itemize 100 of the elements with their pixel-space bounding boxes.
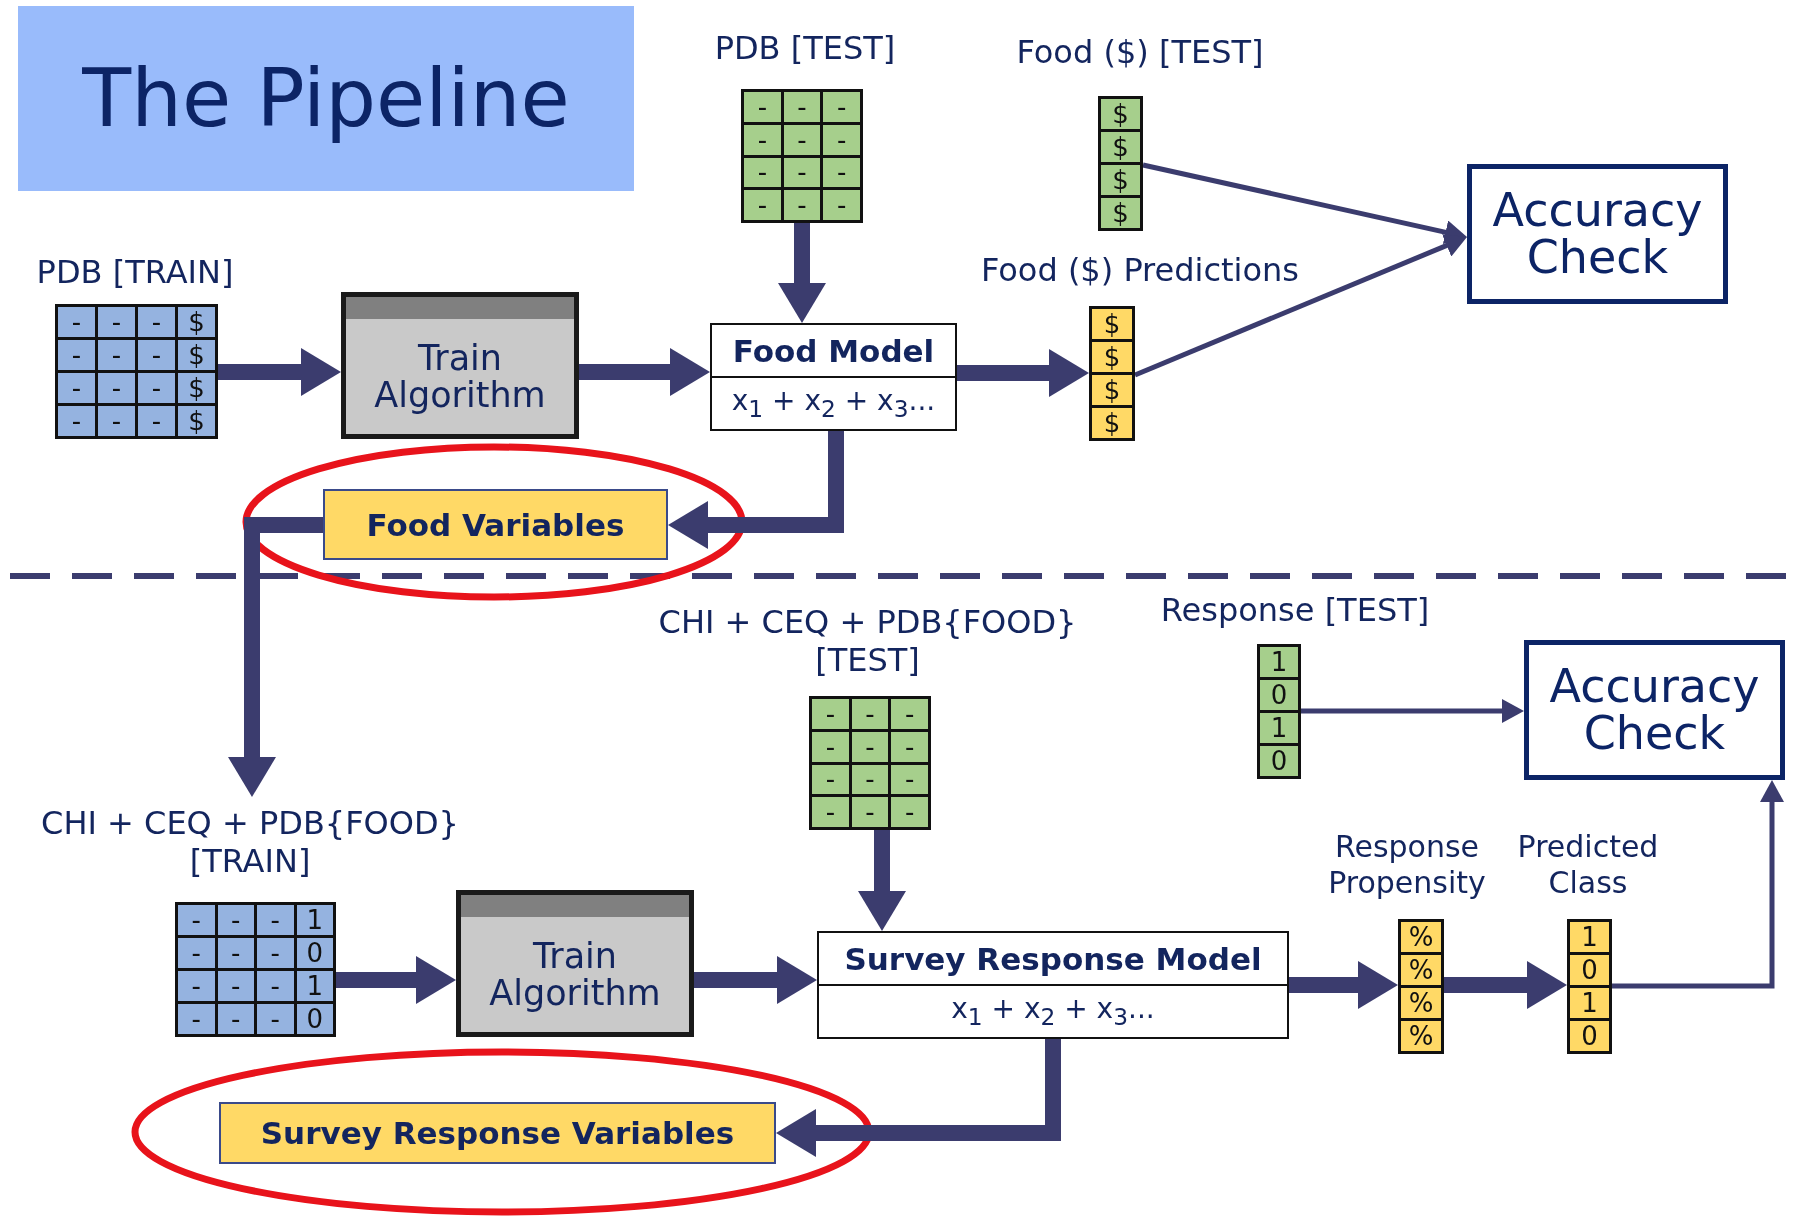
table-cell: $ [1101,198,1140,228]
algorithm-box: Train Algorithm [456,890,694,1037]
table-cell: - [783,157,821,188]
table-cell: 1 [1260,713,1298,743]
table-cell: - [851,731,889,762]
table-cell: - [812,731,849,762]
arrow [957,349,1089,397]
table-cell: 0 [1570,1021,1609,1051]
table-cell: - [217,971,254,1001]
variables-box: Food Variables [323,489,668,560]
arrow [858,830,906,931]
table-cell: $ [1092,375,1132,405]
table-cell: - [98,340,135,370]
table-cell: - [257,905,294,935]
table-cell: - [891,731,928,762]
table-cell: 0 [1260,746,1298,776]
table-heading: CHI + CEQ + PDB{FOOD} [TEST] [657,601,1078,681]
table-cell: - [58,307,95,337]
arrow [336,956,456,1004]
table-cell: - [58,373,95,403]
arrow [1444,961,1567,1009]
table-cell: $ [1101,132,1140,162]
model-formula: x$_{1}$ + x$_{2}$ + x$_{3}$... [950,991,1156,1033]
table-cell: - [783,124,821,155]
table-cell: - [851,797,889,827]
table-cell: 1 [296,971,333,1001]
table-heading: CHI + CEQ + PDB{FOOD} [TRAIN] [40,802,460,882]
table-cell: - [138,406,175,436]
table-cell: - [744,157,781,188]
table-cell: $ [1092,408,1132,438]
table-cell: - [98,406,135,436]
table-cell: - [823,92,860,122]
table-cell: - [851,699,889,729]
arrow [776,1039,1061,1157]
arrow [1289,961,1398,1009]
table-heading: Response [TEST] [1159,590,1431,632]
table-cell: - [812,764,849,795]
variables-box: Survey Response Variables [219,1102,776,1164]
table-cell: - [823,157,860,188]
table-cell: 1 [296,905,333,935]
table-cell: - [812,797,849,827]
table-cell: - [178,971,215,1001]
table-cell: - [217,1004,254,1034]
table-cell: - [98,307,135,337]
table-cell: - [98,373,135,403]
table-cell: - [744,190,781,220]
table-cell: 1 [1260,647,1298,677]
arrow [1301,699,1524,723]
table-cell: - [178,905,215,935]
table-cell: $ [178,307,215,337]
table-cell: - [744,92,781,122]
table-cell: - [891,764,928,795]
table-cell: $ [1092,309,1132,339]
table-heading: PDB [TRAIN] [35,252,235,294]
table-cell: - [783,92,821,122]
model-title: Survey Response Model [819,933,1287,986]
table-cell: - [257,938,294,968]
table-cell: 0 [296,1004,333,1034]
table-heading: Response Propensity [1327,828,1487,902]
table-cell: 1 [1570,988,1609,1018]
table-heading: Food ($) Predictions [979,250,1300,292]
accuracy-check-box: Accuracy Check [1524,640,1785,780]
table-cell: % [1401,955,1441,985]
arrow [668,431,844,549]
table-cell: % [1401,1021,1441,1051]
table-cell: - [783,190,821,220]
table-cell: - [891,797,928,827]
table-cell: - [217,938,254,968]
model-title: Food Model [712,325,955,378]
algorithm-box: Train Algorithm [341,292,579,439]
table-cell: - [851,764,889,795]
table-cell: 0 [296,938,333,968]
table-heading: PDB [TEST] [713,28,897,70]
table-heading: Food ($) [TEST] [1015,32,1265,74]
table-cell: - [178,1004,215,1034]
table-cell: - [823,190,860,220]
table-cell: $ [1092,342,1132,372]
table-cell: % [1401,988,1441,1018]
arrow [694,956,817,1004]
table-heading: Predicted Class [1516,828,1660,902]
arrow [1612,780,1784,989]
model-box [817,931,1289,1039]
table-cell: - [812,699,849,729]
table-cell: % [1401,922,1441,952]
table-cell: - [178,938,215,968]
table-cell: - [138,340,175,370]
arrow [1134,234,1467,378]
title-banner: The Pipeline [18,6,634,191]
table-cell: $ [178,340,215,370]
arrow [579,348,710,396]
arrow [218,348,341,396]
accuracy-check-box: Accuracy Check [1467,164,1728,304]
table-cell: - [891,699,928,729]
table-cell: $ [1101,165,1140,195]
arrow [778,223,826,323]
model-formula: x$_{1}$ + x$_{2}$ + x$_{3}$... [730,383,937,425]
arrow [228,517,323,797]
table-cell: 0 [1260,680,1298,710]
table-cell: - [138,307,175,337]
table-cell: - [257,971,294,1001]
